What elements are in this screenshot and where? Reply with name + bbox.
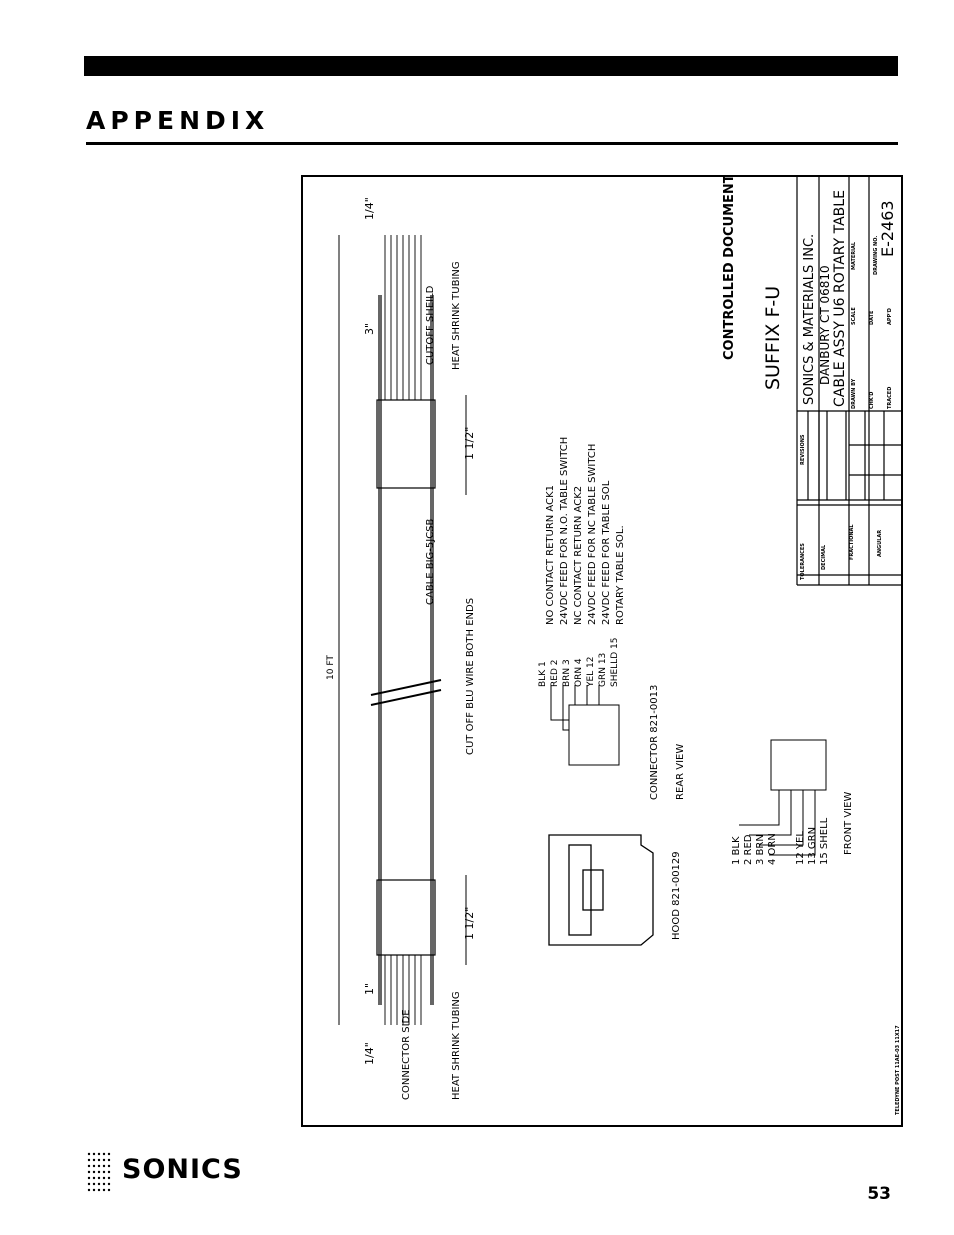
front-wire-5: 12 YEL: [795, 831, 806, 865]
dimension-text: 10 FT 3" 1/4" 1/4" 1" 1 1/2" 1 1/2": [326, 197, 476, 1065]
checked-label: CHK'D: [869, 392, 875, 409]
company-address: DANBURY CT 06810: [818, 265, 832, 385]
title-block-text: SONICS & MATERIALS INC. DANBURY CT 06810…: [800, 190, 897, 580]
drawing-annotations: CUTOFF SHEILD HEAT SHRINK TUBING CABLE B…: [401, 261, 854, 1100]
controlled-stamp: CONTROLLED DOCUMENT: [722, 175, 737, 360]
cable-label: CABLE BIG-5JCSB: [425, 518, 436, 605]
drawing-title: CABLE ASSY U6 ROTARY TABLE: [832, 190, 848, 407]
function-6: ROTARY TABLE SOL.: [615, 525, 626, 625]
front-view-label: FRONT VIEW: [843, 792, 854, 855]
rear-wire-2: RED 2: [550, 660, 560, 687]
front-wire-4: 4 ORN: [767, 833, 778, 865]
page-number: 53: [867, 1184, 891, 1204]
heat-shrink-right-label: HEAT SHRINK TUBING: [451, 261, 462, 370]
date-label: DATE: [869, 310, 875, 325]
logo-dots-icon: [87, 1152, 111, 1192]
brand-name: SONICS: [122, 1154, 243, 1185]
tolerances-label: TOLERANCES: [800, 543, 806, 580]
rear-view-label: REAR VIEW: [675, 744, 686, 800]
front-wire-3: 3 BRN: [755, 834, 766, 865]
revisions-label: REVISIONS: [800, 434, 806, 465]
function-4: 24VDC FEED FOR NC TABLE SWITCH: [587, 444, 598, 625]
material-label: MATERIAL: [851, 241, 857, 270]
dim-three: 3": [363, 323, 376, 335]
dim-quarter-right: 1/4": [363, 197, 376, 220]
connector-label: CONNECTOR 821-0013: [649, 685, 660, 800]
front-wire-list: 1 BLK 2 RED 3 BRN 4 ORN 12 YEL 13 GRN 15…: [731, 817, 830, 865]
dim-one-inch: 1": [363, 983, 376, 995]
page-title: APPENDIX: [86, 106, 270, 135]
rear-connector: [550, 685, 620, 766]
rear-wire-6: GRN 13: [598, 653, 608, 687]
rear-wire-3: BRN 3: [562, 659, 572, 687]
decimal-label: DECIMAL: [821, 544, 827, 570]
function-list: NO CONTACT RETURN ACK1 24VDC FEED FOR N.…: [545, 437, 626, 625]
function-5: 24VDC FEED FOR TABLE SOL: [601, 480, 612, 625]
connector-side-label: CONNECTOR SIDE: [401, 1009, 412, 1100]
drawing-border: [301, 175, 903, 1127]
function-1: NO CONTACT RETURN ACK1: [545, 485, 556, 625]
heat-shrink-left-label: HEAT SHRINK TUBING: [451, 991, 462, 1100]
rear-wire-4: ORN 4: [574, 658, 584, 687]
front-wire-7: 15 SHELL: [819, 817, 830, 865]
heat-shrink-right: [376, 399, 436, 489]
rear-wire-7: SHELLD 15: [610, 638, 620, 687]
cutoff-shield-label: CUTOFF SHEILD: [425, 285, 436, 365]
dim-one-half-right: 1 1/2": [463, 427, 476, 460]
dimension-lines: [338, 235, 467, 1025]
drawn-by-label: DRAWN BY: [851, 378, 857, 409]
title-rule: [86, 142, 898, 145]
rear-wire-list: BLK 1 RED 2 BRN 3 ORN 4 YEL 12 GRN 13 SH…: [538, 638, 620, 688]
company-name: SONICS & MATERIALS INC.: [802, 234, 817, 405]
form-number: TELEDYNE POST 11AE-03 11X17: [895, 1025, 901, 1115]
dim-one-half-left: 1 1/2": [463, 907, 476, 940]
dim-quarter-left: 1/4": [363, 1042, 376, 1065]
drawing-number-label: DRAWING NO.: [873, 236, 879, 275]
sonics-logo: SONICS: [86, 1150, 286, 1194]
approved-label: APP'D: [887, 308, 893, 325]
cutoff-blu-label: CUT OFF BLU WIRE BOTH ENDS: [465, 598, 476, 755]
wire-leads: [384, 235, 422, 1025]
cable-body: [370, 295, 442, 1005]
dim-ten-ft: 10 FT: [326, 655, 336, 680]
fractional-label: FRACTIONAL: [849, 524, 855, 560]
angular-label: ANGULAR: [877, 530, 883, 557]
front-wire-6: 13 GRN: [807, 827, 818, 865]
front-wire-2: 2 RED: [743, 834, 754, 865]
heat-shrink-left: [376, 879, 436, 956]
traced-label: TRACED: [887, 387, 893, 409]
hood-label: HOOD 821-00129: [671, 851, 682, 940]
hood-drawing: [548, 834, 654, 946]
title-block: [796, 176, 902, 586]
scale-label: SCALE: [851, 307, 857, 325]
rear-wire-1: BLK 1: [538, 661, 548, 687]
function-3: NC CONTACT RETURN ACK2: [573, 486, 584, 625]
rear-wire-5: YEL 12: [586, 656, 596, 688]
front-connector: [739, 739, 827, 856]
front-wire-1: 1 BLK: [731, 836, 742, 865]
suffix-label: SUFFIX F-U: [762, 286, 784, 390]
engineering-drawing: SONICS & MATERIALS INC. DANBURY CT 06810…: [301, 175, 903, 1127]
function-2: 24VDC FEED FOR N.O. TABLE SWITCH: [559, 437, 570, 625]
top-bar: [84, 56, 898, 76]
drawing-number: E-2463: [878, 200, 897, 257]
